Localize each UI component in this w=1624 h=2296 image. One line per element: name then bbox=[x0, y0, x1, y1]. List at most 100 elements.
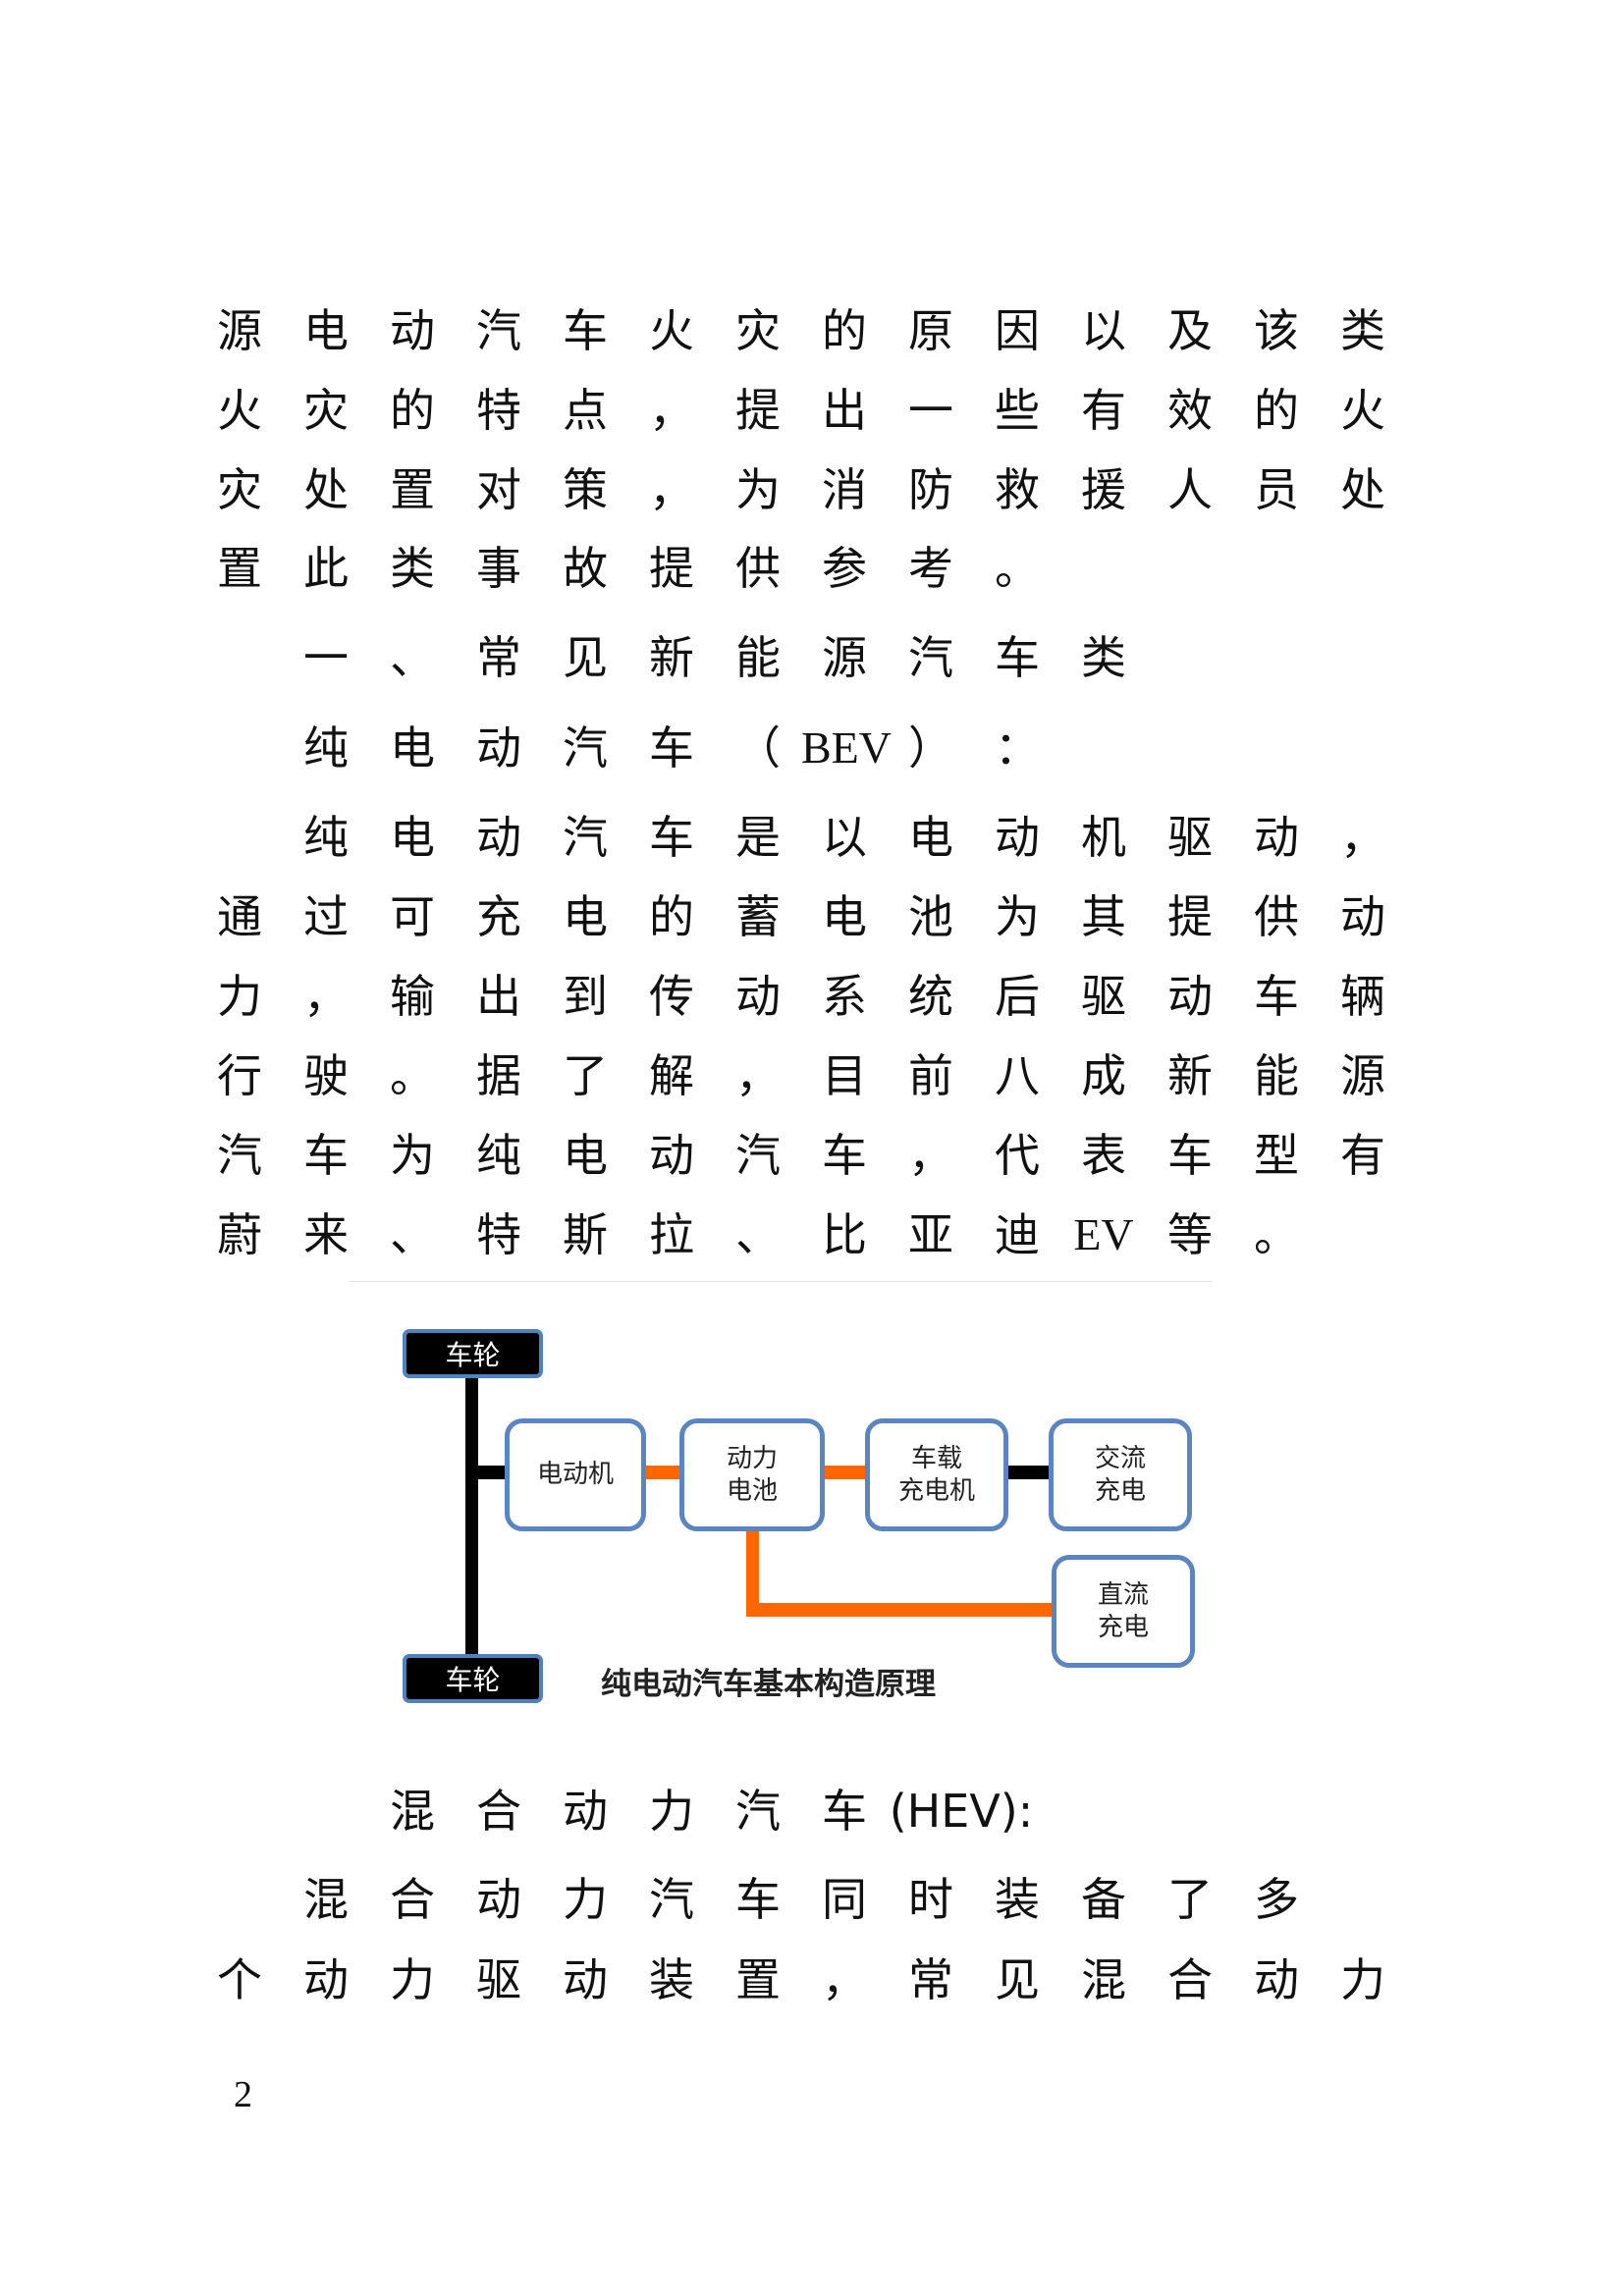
text-char: 出 bbox=[476, 970, 521, 1023]
divider-line bbox=[349, 1281, 1213, 1282]
text-char: 的 bbox=[822, 304, 867, 357]
motor-box: 电动机 bbox=[505, 1418, 646, 1531]
text-char: 到 bbox=[563, 970, 608, 1023]
text-char: 蓄 bbox=[735, 890, 781, 943]
text-line: 力，输出到传动系统后驱动车辆 bbox=[196, 965, 1406, 1028]
text-char: 以 bbox=[822, 811, 867, 864]
text-char: 电 bbox=[822, 890, 867, 943]
text-char: 人 bbox=[1167, 463, 1213, 516]
text-char: 的 bbox=[1254, 384, 1299, 437]
text-char: 提 bbox=[735, 384, 781, 437]
text-char: 该 bbox=[1254, 304, 1299, 357]
text-char: 故 bbox=[563, 542, 608, 595]
text-char: 电 bbox=[908, 811, 953, 864]
text-char: 车 bbox=[735, 1873, 781, 1926]
text-char: 力 bbox=[563, 1873, 608, 1926]
text-char: 纯 bbox=[476, 1129, 521, 1182]
page-number: 2 bbox=[234, 2074, 252, 2115]
text-char: 灾 bbox=[303, 384, 349, 437]
text-char: 援 bbox=[1081, 463, 1126, 516]
text-char: 救 bbox=[995, 463, 1040, 516]
axle-bar bbox=[465, 1374, 478, 1657]
text-char: 。 bbox=[390, 1049, 435, 1102]
text-char: 前 bbox=[908, 1049, 953, 1102]
text-char: 动 bbox=[649, 1129, 694, 1182]
text-char: 汽 bbox=[735, 1785, 781, 1838]
text-char: 考 bbox=[908, 542, 953, 595]
battery-dc-link-horizontal bbox=[746, 1603, 1055, 1617]
text-char: 提 bbox=[649, 542, 694, 595]
text-char: 汽 bbox=[563, 721, 608, 774]
text-char: 型 bbox=[1254, 1129, 1299, 1182]
text-char: 辆 bbox=[1340, 970, 1385, 1023]
text-char: 常 bbox=[476, 631, 521, 684]
text-char: 供 bbox=[735, 542, 781, 595]
text-char: 防 bbox=[908, 463, 953, 516]
text-char: 特 bbox=[476, 384, 521, 437]
text-char: 输 bbox=[390, 970, 435, 1023]
text-char: ， bbox=[822, 1953, 867, 2006]
text-char: 汽 bbox=[735, 1129, 781, 1182]
text-char: 些 bbox=[995, 384, 1040, 437]
text-char: 、 bbox=[735, 1208, 781, 1261]
wheel-bottom: 车轮 bbox=[403, 1654, 543, 1703]
text-char: 代 bbox=[995, 1129, 1040, 1182]
text-char: 特 bbox=[476, 1208, 521, 1261]
text-char: 比 bbox=[822, 1208, 867, 1261]
text-char: 提 bbox=[1167, 890, 1213, 943]
text-char: 驱 bbox=[476, 1953, 521, 2006]
text-char: ） bbox=[908, 721, 953, 774]
charger-ac-link bbox=[1005, 1466, 1051, 1479]
text-char: 。 bbox=[995, 542, 1040, 595]
text-char: 类 bbox=[390, 542, 435, 595]
text-char: 、 bbox=[390, 1208, 435, 1261]
text-char: 火 bbox=[649, 304, 694, 357]
text-char: 策 bbox=[563, 463, 608, 516]
text-char: 动 bbox=[1254, 1953, 1299, 2006]
battery-box: 动力 电池 bbox=[679, 1418, 825, 1531]
text-char: ， bbox=[735, 1049, 781, 1102]
text-char: 动 bbox=[476, 811, 521, 864]
text-char: 事 bbox=[476, 542, 521, 595]
diagram-caption: 纯电动汽车基本构造原理 bbox=[601, 1667, 936, 1702]
text-char: 据 bbox=[476, 1049, 521, 1102]
text-char: ， bbox=[908, 1129, 953, 1182]
text-char: 亚 bbox=[908, 1208, 953, 1261]
text-line: 汽车为纯电动汽车，代表车型有 bbox=[196, 1124, 1406, 1187]
text-char: 多 bbox=[1254, 1873, 1299, 1926]
text-char: 车 bbox=[822, 1129, 867, 1182]
text-char: 能 bbox=[735, 631, 781, 684]
text-char: 纯 bbox=[303, 721, 349, 774]
text-char: 动 bbox=[476, 721, 521, 774]
text-char: 统 bbox=[908, 970, 953, 1023]
text-char: 混 bbox=[1081, 1953, 1126, 2006]
text-char: 汽 bbox=[476, 304, 521, 357]
text-char: 常 bbox=[908, 1953, 953, 2006]
text-char: 见 bbox=[995, 1953, 1040, 2006]
text-char: (HEV): bbox=[889, 1785, 1034, 1838]
text-char: 成 bbox=[1081, 1049, 1126, 1102]
text-char: 装 bbox=[995, 1873, 1040, 1926]
text-char: 了 bbox=[563, 1049, 608, 1102]
text-char: 以 bbox=[1081, 304, 1126, 357]
text-char: ： bbox=[995, 721, 1040, 774]
text-line: 源电动汽车火灾的原因以及该类 bbox=[196, 299, 1406, 362]
text-char: ， bbox=[649, 463, 694, 516]
text-char: 类 bbox=[1340, 304, 1385, 357]
text-char: 目 bbox=[822, 1049, 867, 1102]
onboard-charger-box: 车载 充电机 bbox=[865, 1418, 1008, 1531]
text-char: 参 bbox=[822, 542, 867, 595]
text-char: 置 bbox=[390, 463, 435, 516]
text-char: 为 bbox=[995, 890, 1040, 943]
text-char: 出 bbox=[822, 384, 867, 437]
text-char: 的 bbox=[649, 890, 694, 943]
text-char: 电 bbox=[563, 890, 608, 943]
text-line: 灾处置对策，为消防救援人员处 bbox=[196, 458, 1406, 521]
text-char: 动 bbox=[735, 970, 781, 1023]
text-char: 拉 bbox=[649, 1208, 694, 1261]
text-char: 时 bbox=[908, 1873, 953, 1926]
text-char: 力 bbox=[1340, 1953, 1385, 2006]
text-char: 员 bbox=[1254, 463, 1299, 516]
text-char: 新 bbox=[1167, 1049, 1213, 1102]
